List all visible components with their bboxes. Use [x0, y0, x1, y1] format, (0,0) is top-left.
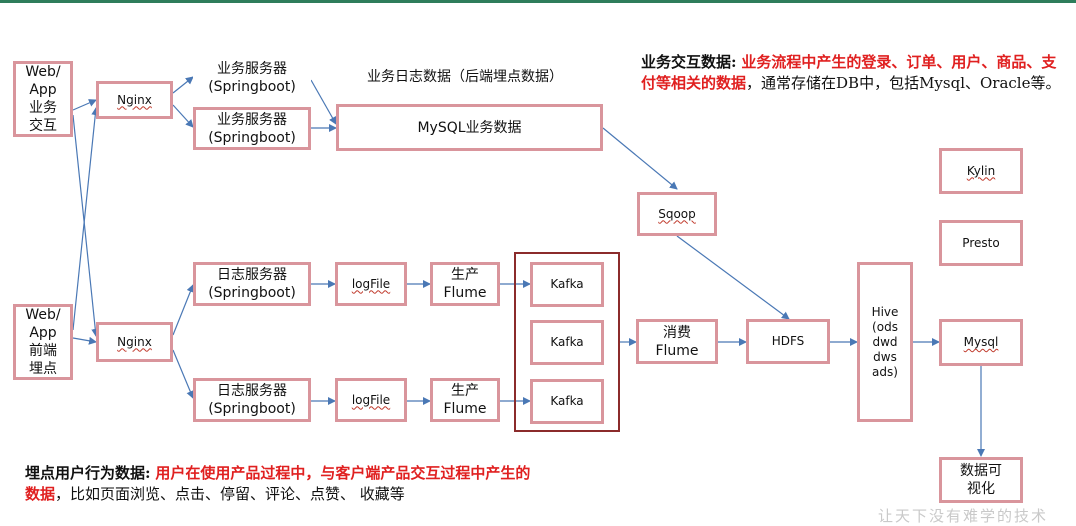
arrow-webapp-interact-to-nginx-top [72, 99, 97, 111]
kafka-cluster-group [514, 252, 620, 432]
mysql-business-data-box: MySQL业务数据 [336, 104, 603, 151]
arrow-biz-server-1-to-mysql [310, 79, 337, 125]
arrow-nginx-to-biz-server-2 [172, 104, 194, 128]
tracking-note-highlight: 用户在使用产品过程中，与客户端产品交互过程中产生的数据 [25, 464, 531, 503]
kafka-3-box: Kafka [530, 379, 604, 424]
tracking-note-rest: ，比如页面浏览、点击、停留、评论、点赞、 收藏等 [55, 485, 405, 503]
sqoop-box: Sqoop [637, 192, 717, 236]
biz-server-1-box: 业务服务器 (Springboot) [193, 57, 311, 99]
business-note-rest: ，通常存储在DB中，包括Mysql、Oracle等。 [746, 74, 1061, 92]
log-server-1-box: 日志服务器 (Springboot) [193, 262, 311, 306]
kafka-2-box: Kafka [530, 320, 604, 365]
web-app-frontend-tracking-box: Web/ App 前端 埋点 [13, 304, 73, 380]
arrow-sqoop-to-hdfs [676, 235, 790, 320]
arrow-webapp-interact-to-nginx-bottom [72, 114, 100, 337]
arrow-nginx-to-log-server-2 [172, 349, 194, 399]
logfile-1-box: logFile [335, 262, 407, 306]
log-server-2-box: 日志服务器 (Springboot) [193, 378, 311, 422]
hive-box: Hive (ods dwd dws ads) [857, 262, 913, 422]
data-visualization-box: 数据可 视化 [939, 457, 1023, 503]
watermark: 让天下没有难学的技术 [877, 507, 1048, 525]
kafka-1-box: Kafka [530, 262, 604, 307]
arrow-nginx-to-biz-server-1 [172, 76, 194, 94]
producer-flume-1-box: 生产 Flume [430, 262, 500, 306]
presto-box: Presto [939, 220, 1023, 266]
hdfs-box: HDFS [746, 319, 830, 364]
mysql-output-box: Mysql [939, 319, 1023, 366]
top-accent-bar [0, 0, 1076, 3]
nginx-top-box: Nginx [96, 81, 173, 119]
tracking-data-note: 埋点用户行为数据: 用户在使用产品过程中，与客户端产品交互过程中产生的数据，比如… [25, 463, 545, 505]
arrow-webapp-track-to-nginx-top [72, 107, 100, 331]
business-data-note: 业务交互数据: 业务流程中产生的登录、订单、用户、商品、支付等相关的数据，通常存… [641, 52, 1061, 94]
arrow-nginx-to-log-server-1 [172, 284, 195, 336]
arrow-mysql-to-sqoop [602, 127, 678, 190]
tracking-note-title: 埋点用户行为数据: [25, 464, 151, 482]
business-note-highlight: 业务流程中产生的登录、订单、用户、商品、支付等相关的数据 [641, 53, 1057, 92]
business-note-title: 业务交互数据: [641, 53, 737, 71]
web-app-business-interaction-box: Web/ App 业务 交互 [13, 61, 73, 137]
nginx-bottom-box: Nginx [96, 322, 173, 362]
producer-flume-2-box: 生产 Flume [430, 378, 500, 422]
consumer-flume-box: 消费 Flume [636, 319, 718, 364]
kylin-box: Kylin [939, 148, 1023, 194]
biz-log-caption: 业务日志数据（后端埋点数据） [367, 69, 563, 85]
arrow-webapp-track-to-nginx-bottom [72, 336, 97, 345]
biz-server-2-box: 业务服务器 (Springboot) [193, 107, 311, 150]
logfile-2-box: logFile [335, 378, 407, 422]
